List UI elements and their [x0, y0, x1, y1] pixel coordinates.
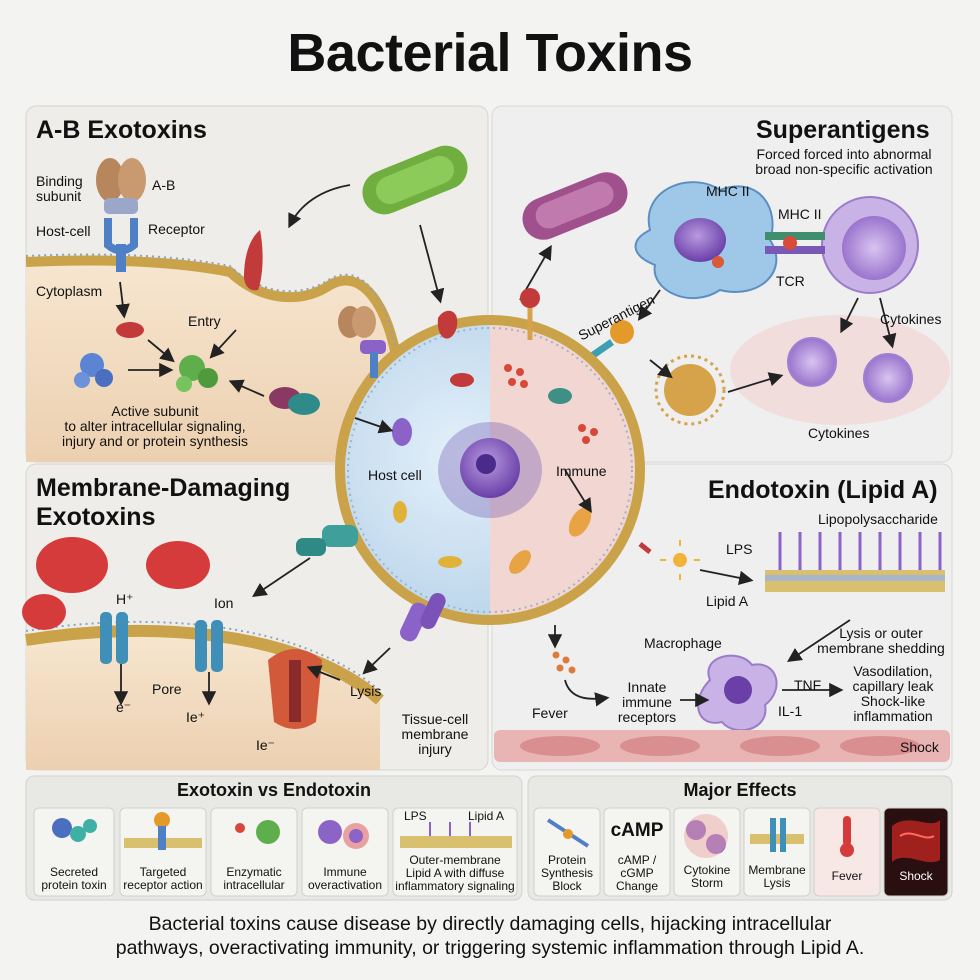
shock-thumb-icon [892, 820, 940, 863]
toxin-a-icon [244, 230, 263, 291]
binding-subunit-label: Binding subunit [36, 173, 83, 204]
membrane-lysis-thumb-icon [750, 818, 804, 852]
cytokine-cloud-icon [730, 315, 950, 425]
ab-heading: A-B Exotoxins [36, 116, 207, 144]
ab-toxin-free-icon [269, 387, 320, 415]
compare-item-5: Outer-membrane Lipid A with diffuse infl… [395, 853, 515, 893]
cytokines-label-1: Cytokines [880, 311, 942, 327]
ab-membrane [25, 255, 405, 381]
protein-block-thumb-icon [546, 818, 590, 848]
ion-label: Ion [214, 595, 234, 611]
pore-toxin-teal-icon [296, 525, 358, 556]
host-cell-center-label: Host cell [368, 467, 422, 483]
compare-lps-label: LPS [404, 809, 427, 823]
active-subunit-label: Active subunit to alter intracellular si… [62, 403, 248, 449]
enzyme-blue-icon [74, 353, 113, 388]
tcell-icon [821, 196, 919, 294]
h-ion-label: H⁺ [116, 591, 134, 607]
effects-heading: Major Effects [683, 780, 797, 800]
mhc-tcr-complex-icon [765, 232, 825, 254]
bacterium-purple-icon [522, 172, 628, 240]
ion-channel-2-icon [195, 620, 223, 672]
compare-item-3: Enzymatic intracellular [223, 865, 285, 892]
innate-receptors-label: Innate immune receptors [617, 679, 677, 725]
tnf-label: TNF [794, 677, 822, 693]
il1-label: IL-1 [778, 703, 803, 719]
ab-toxin-icon [96, 158, 146, 214]
ion-channel-1-icon [100, 612, 128, 664]
lps-label: LPS [726, 541, 753, 557]
fever-label: Fever [532, 705, 568, 721]
fever-thumb-icon [840, 816, 854, 857]
vasodilation-label: Vasodilation, capillary leak Shock-like … [852, 663, 934, 724]
lipid-a-thumb-icon [400, 822, 512, 848]
cytoplasm-label: Cytoplasm [36, 283, 103, 299]
effect-item-1: Protein Synthesis Block [540, 853, 594, 893]
enzymatic-thumb-icon [235, 820, 280, 844]
lipid-a-label: Lipid A [706, 593, 749, 609]
apc-cell-icon [634, 181, 778, 300]
cytokines-label-2: Cytokines [808, 425, 870, 441]
effect-item-2: cAMP / cGMP Change [615, 853, 659, 893]
compare-item-1: Secreted protein toxin [41, 865, 107, 892]
lps-membrane-icon [765, 532, 945, 592]
shock-label: Shock [900, 739, 939, 755]
cytokine-storm-thumb-icon [684, 814, 728, 858]
entry-label: Entry [188, 313, 221, 329]
enzyme-green-icon [176, 355, 218, 392]
tcr-label: TCR [776, 273, 805, 289]
host-cell-label: Host-cell [36, 223, 91, 239]
camp-label: cAMP [610, 820, 664, 841]
e-label: e⁻ [116, 699, 132, 715]
mhc-label-1: MHC II [706, 183, 750, 199]
compare-item-2: Targeted receptor action [123, 865, 203, 892]
membrane-heading: Membrane-Damaging Exotoxins [36, 474, 291, 531]
page-title: Bacterial Toxins [287, 23, 693, 83]
rbc-icons [22, 537, 210, 630]
pore-toxin-purple-icon [400, 593, 446, 642]
superantigens-heading: Superantigens [756, 116, 930, 144]
targeted-receptor-thumb-icon [124, 812, 202, 850]
receptor-central-icon [360, 340, 386, 378]
immune-center-label: Immune [556, 463, 607, 479]
compare-item-4: Immune overactivation [307, 865, 383, 892]
ie-plus-label: Ie⁺ [186, 709, 206, 725]
ab-label: A-B [152, 177, 176, 193]
mhc-label-2: MHC II [778, 206, 822, 222]
endotoxin-heading: Endotoxin (Lipid A) [708, 476, 938, 504]
compare-lipid-a-label: Lipid A [468, 809, 505, 823]
activated-cell-icon [654, 354, 726, 426]
immune-overactivation-thumb-icon [318, 820, 369, 849]
vessel-wall-icon [494, 730, 950, 762]
footer-caption: Bacterial toxins cause disease by direct… [115, 913, 865, 959]
pore-label: Pore [152, 681, 182, 697]
effect-item-6: Shock [899, 869, 933, 883]
ie-minus-label: Ie⁻ [256, 737, 276, 753]
macrophage-label: Macrophage [644, 635, 722, 651]
lysis-shedding-label: Lysis or outer membrane shedding [817, 625, 945, 656]
effect-item-3: Cytokine Storm [683, 863, 731, 890]
secreted-toxin-thumb-icon [52, 818, 97, 842]
lipid-a-release-icon [660, 540, 700, 580]
pore-complex-icon [268, 649, 322, 729]
receptor-icon [104, 218, 138, 272]
lipopolysaccharide-label: Lipopolysaccharide [818, 511, 938, 527]
ab-toxin-central-icon [338, 306, 376, 338]
macrophage-icon [697, 654, 778, 732]
tissue-injury-label: Tissue-cell membrane injury [401, 711, 469, 757]
receptor-label: Receptor [148, 221, 205, 237]
lysis-label: Lysis [350, 683, 382, 699]
compare-heading: Exotoxin vs Endotoxin [176, 780, 372, 800]
superantigen-subtitle: Forced forced into abnormal broad non-sp… [755, 146, 933, 177]
effect-item-4: Membrane Lysis [748, 863, 806, 890]
bacterium-green-icon [362, 145, 468, 215]
effect-item-5: Fever [831, 869, 863, 883]
